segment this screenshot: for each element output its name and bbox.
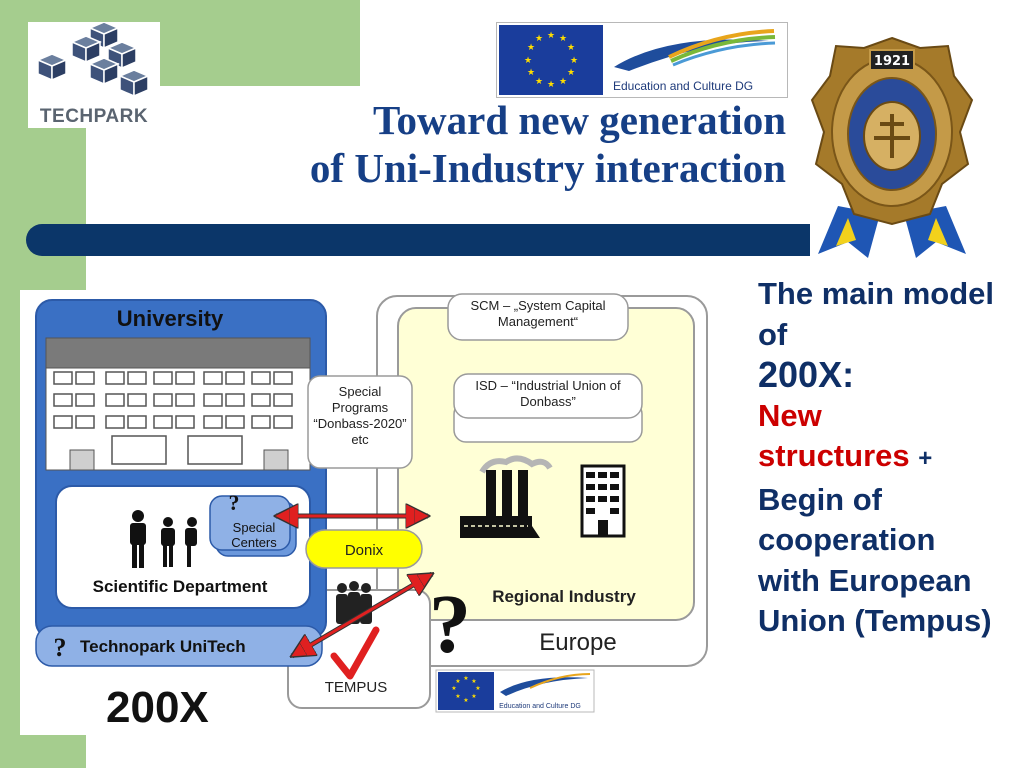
special-centers-question-icon: ? [229, 490, 240, 515]
technopark-label: Technopark UniTech [80, 637, 246, 656]
cubes-icon [36, 21, 150, 98]
header-divider-bar [26, 224, 810, 256]
factory-icon [460, 455, 553, 538]
svg-text:★: ★ [527, 43, 535, 53]
year-label: 200X [106, 683, 209, 732]
eu-banner: ★★★★ ★★★★ ★★★★ Education and Culture DG [496, 22, 788, 98]
svg-text:★: ★ [527, 68, 535, 78]
svg-text:★: ★ [451, 685, 456, 692]
donix-box [305, 529, 423, 569]
special-centers-label: Special Centers [231, 520, 277, 550]
svg-text:★: ★ [471, 693, 476, 700]
title-line-1: Toward new generation [372, 97, 786, 143]
svg-text:★: ★ [559, 34, 567, 44]
eu-small-flag-icon [438, 672, 494, 710]
tempus-label: TEMPUS [325, 679, 388, 696]
svg-text:★: ★ [463, 697, 468, 704]
technopark-question-icon: ? [54, 633, 67, 662]
side-plus: + [918, 445, 933, 472]
side-rest: Begin of cooperation with European Union… [758, 481, 992, 639]
isd-label: ISD – “Industrial Union of Donbass” [475, 378, 621, 409]
svg-text:★: ★ [463, 675, 468, 682]
svg-text:★: ★ [559, 77, 567, 87]
logo-text: TechPark [39, 106, 149, 127]
university-building-icon [45, 337, 311, 471]
donix-label: Donix [345, 542, 384, 559]
side-description: The main model of 200X: New structures +… [758, 274, 998, 642]
svg-text:★: ★ [547, 31, 555, 41]
svg-text:★: ★ [567, 68, 575, 78]
page-title: Toward new generation of Uni-Industry in… [110, 96, 786, 192]
people-icon [130, 510, 197, 568]
svg-text:★: ★ [535, 34, 543, 44]
side-year: 200X: [758, 354, 855, 395]
side-line-1: The main model of [758, 276, 994, 352]
industry-question-icon: ? [429, 578, 471, 671]
svg-text:★: ★ [570, 56, 578, 66]
svg-text:★: ★ [455, 693, 460, 700]
europe-label: Europe [539, 629, 616, 656]
diagram-panel: Europe Regional Industry SCM – „System C… [20, 290, 720, 735]
interaction-diagram: Europe Regional Industry SCM – „System C… [35, 293, 708, 732]
check-mark-icon [330, 626, 380, 680]
scientific-department-label: Scientific Department [93, 577, 268, 596]
svg-text:★: ★ [475, 685, 480, 692]
eu-banner-text: Education and Culture DG [613, 79, 754, 93]
regional-industry-label: Regional Industry [492, 587, 636, 606]
special-programs-label: Special Programs “Donbass-2020” etc [313, 384, 407, 447]
svg-text:★: ★ [455, 678, 460, 685]
side-structures-label: structures [758, 438, 910, 473]
special-programs-box [307, 375, 413, 469]
eu-small-banner: ★★★★★★★★ Education and Culture DG [435, 669, 595, 713]
eu-flag-icon: ★★★★ ★★★★ ★★★★ [499, 25, 603, 95]
title-line-2: of Uni-Industry interaction [309, 145, 786, 191]
university-label: University [117, 306, 224, 331]
university-badge-icon: 1921 [808, 28, 976, 260]
techpark-logo: TechPark [28, 21, 160, 128]
side-new-label: New [758, 397, 822, 433]
office-building-icon [580, 464, 626, 538]
svg-text:★: ★ [567, 43, 575, 53]
svg-text:★: ★ [535, 77, 543, 87]
svg-text:★: ★ [547, 80, 555, 90]
svg-text:★: ★ [471, 678, 476, 685]
svg-text:★: ★ [524, 56, 532, 66]
swoosh-icon [614, 29, 776, 71]
badge-year: 1921 [874, 54, 910, 69]
isd-box [453, 373, 643, 419]
scm-label: SCM – „System Capital Management“ [470, 298, 606, 329]
eu-small-text: Education and Culture DG [499, 703, 581, 710]
scm-box [447, 293, 629, 341]
